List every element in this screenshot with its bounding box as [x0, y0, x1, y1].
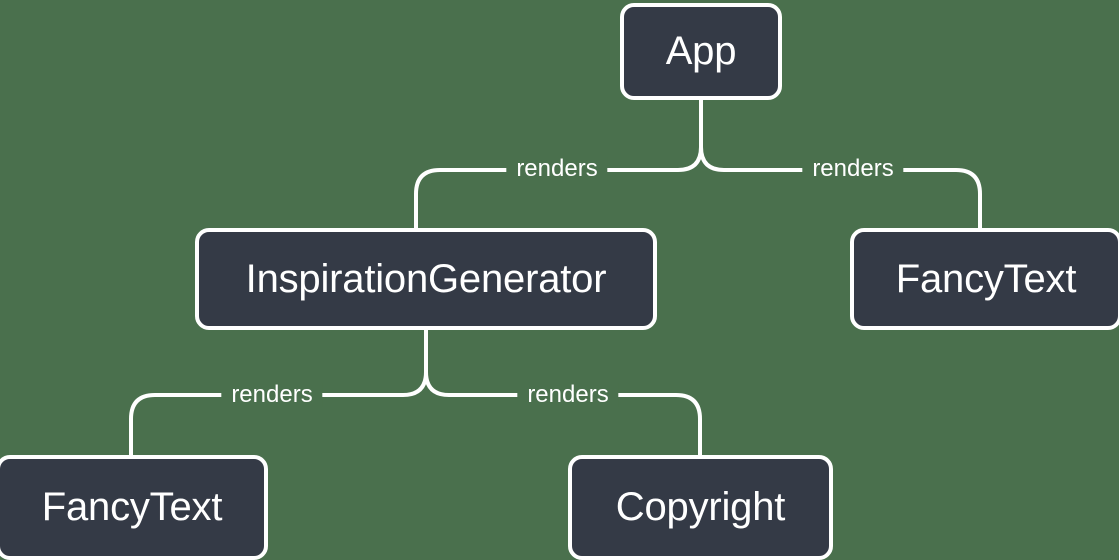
node-inspiration-generator-label: InspirationGenerator	[245, 256, 607, 301]
node-app-label: App	[665, 29, 737, 73]
node-inspiration-generator[interactable]: InspirationGenerator	[195, 228, 657, 330]
connector-app-to-inspiration-generator	[414, 146, 703, 228]
edge-label-app-to-inspiration-generator: renders	[506, 157, 608, 181]
connector-inspiration-generator-to-copyright	[424, 371, 702, 455]
node-app[interactable]: App	[620, 3, 782, 100]
connector-inspiration-generator-to-fancytext-bottom	[129, 371, 428, 455]
node-fancytext-bottom-label: FancyText	[41, 485, 223, 529]
node-fancytext-right[interactable]: FancyText	[850, 228, 1119, 330]
node-fancytext-bottom[interactable]: FancyText	[0, 455, 268, 560]
edge-label-inspiration-generator-to-fancytext-bottom: renders	[221, 383, 323, 407]
node-copyright-label: Copyright	[615, 485, 786, 529]
edge-label-inspiration-generator-to-copyright: renders	[517, 383, 619, 407]
edge-label-app-to-fancytext-right: renders	[802, 157, 904, 181]
node-copyright[interactable]: Copyright	[568, 455, 833, 560]
connector-app-to-fancytext-right	[699, 146, 982, 228]
node-fancytext-right-label: FancyText	[895, 256, 1077, 301]
